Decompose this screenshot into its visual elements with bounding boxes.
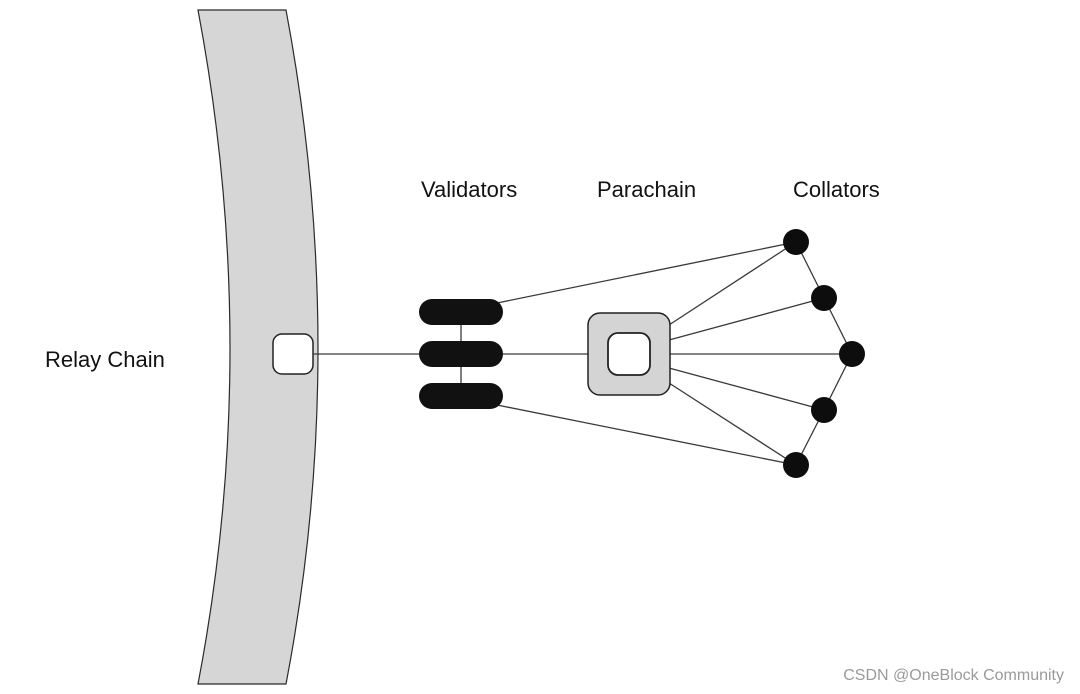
collator-group [783,229,865,478]
parachain-inner-square [607,332,651,376]
validators-label: Validators [421,177,517,202]
collators-label: Collators [793,177,880,202]
validator-bottom-to-collator-5-line [496,404,797,466]
validator-pill-2 [419,341,503,367]
connection-lines [313,241,853,466]
collator-node-4 [811,397,837,423]
collator-node-2 [811,285,837,311]
parachain-to-collator-2-line [668,297,825,341]
collator-node-5 [783,452,809,478]
parachain-to-collator-4-line [668,367,825,411]
parachain-to-collator-1-line [668,241,797,326]
validator-pill-3 [419,383,503,409]
collator-node-3 [839,341,865,367]
watermark-text: CSDN @OneBlock Community [843,667,1064,684]
validator-top-to-collator-1-line [496,241,797,304]
parachain-to-collator-5-line [668,382,797,466]
relay-chain-label: Relay Chain [45,347,165,372]
parachain-label: Parachain [597,177,696,202]
relay-chain-band [197,9,319,685]
collator-node-1 [783,229,809,255]
relay-chain-port [272,333,314,375]
parachain-block [587,312,671,396]
validator-group [419,299,503,409]
validator-pill-1 [419,299,503,325]
